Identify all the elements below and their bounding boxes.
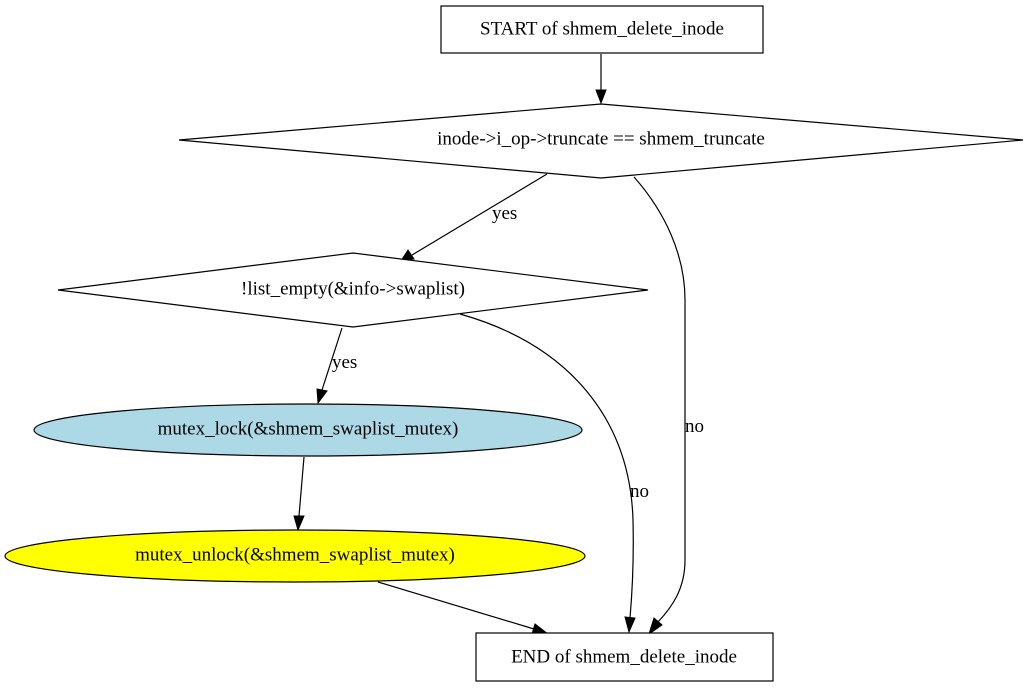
- node-cond-truncate: inode->i_op->truncate == shmem_truncate: [178, 103, 1024, 179]
- node-mutex-lock-ellipse: [33, 403, 583, 457]
- edge-start-to-truncate: [595, 54, 607, 105]
- edge-label-swaplist-yes: yes: [332, 352, 357, 373]
- node-mutex-lock: mutex_lock(&shmem_swaplist_mutex): [33, 403, 583, 457]
- node-start-box: [440, 5, 764, 54]
- edge-label-truncate-yes: yes: [492, 203, 517, 224]
- edge-unlock-to-end: [377, 581, 550, 635]
- edge-label-swaplist-no: no: [630, 481, 649, 502]
- node-cond-swaplist: !list_empty(&info->swaplist): [57, 252, 649, 328]
- node-start-label: START of shmem_delete_inode: [480, 18, 724, 39]
- node-cond-truncate-label: inode->i_op->truncate == shmem_truncate: [437, 128, 765, 149]
- edge-truncate-yes: yes: [399, 173, 548, 262]
- node-cond-swaplist-label: !list_empty(&info->swaplist): [241, 278, 465, 299]
- node-mutex-unlock: mutex_unlock(&shmem_swaplist_mutex): [4, 529, 586, 583]
- edge-lock-to-unlock: [293, 456, 305, 532]
- node-end-label: END of shmem_delete_inode: [511, 646, 737, 667]
- node-mutex-unlock-label: mutex_unlock(&shmem_swaplist_mutex): [135, 544, 455, 565]
- edge-swaplist-no: no: [459, 313, 649, 634]
- edge-swaplist-yes: yes: [316, 327, 357, 405]
- node-cond-swaplist-diamond: [57, 252, 649, 328]
- edge-label-truncate-no: no: [685, 416, 704, 437]
- node-mutex-unlock-ellipse: [4, 529, 586, 583]
- node-end-box: [475, 632, 774, 682]
- edge-truncate-no: no: [633, 176, 704, 636]
- node-mutex-lock-label: mutex_lock(&shmem_swaplist_mutex): [158, 418, 459, 439]
- node-end: END of shmem_delete_inode: [475, 632, 774, 682]
- node-start: START of shmem_delete_inode: [440, 5, 764, 54]
- node-cond-truncate-diamond: [178, 103, 1024, 179]
